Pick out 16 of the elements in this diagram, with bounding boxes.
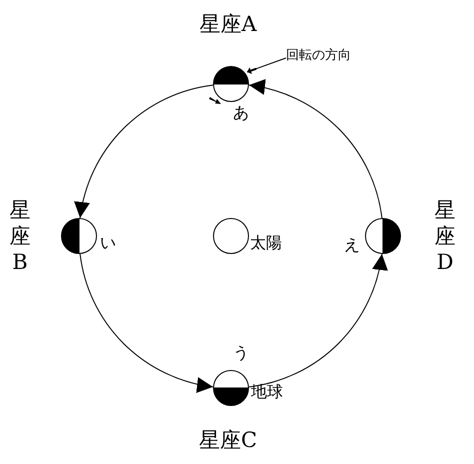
leader-line — [246, 58, 286, 74]
point-label: う — [233, 345, 249, 361]
point-label: あ — [233, 105, 249, 121]
orbit-arrow — [248, 80, 382, 218]
orbit-arrow — [248, 254, 387, 388]
leader-label: 回転の方向 — [286, 49, 351, 62]
constellation-label: 星座D — [434, 196, 456, 276]
point-label: い — [100, 235, 116, 251]
point-label: 太陽 — [250, 235, 282, 251]
point-label: え — [344, 237, 360, 253]
orbit-arrow — [75, 84, 214, 218]
point-label: 地球 — [251, 384, 283, 400]
orbit-arrow — [80, 254, 214, 392]
constellation-label: 星座A — [200, 14, 257, 34]
constellation-label: 星座B — [9, 196, 31, 276]
constellation-label: 星座C — [199, 430, 258, 450]
